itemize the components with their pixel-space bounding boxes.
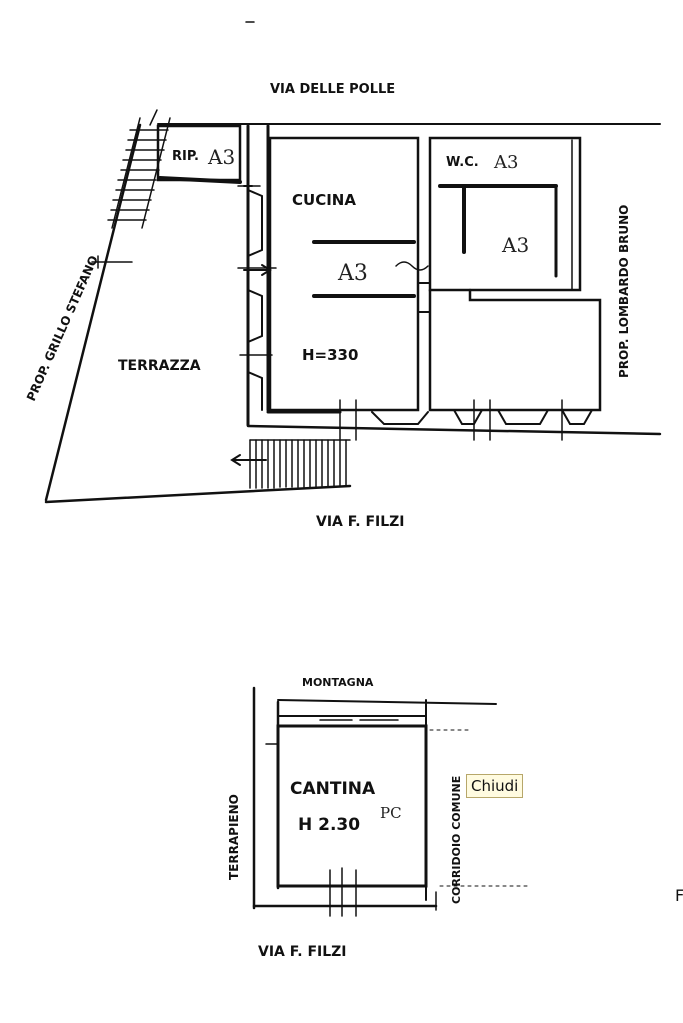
wc-tag: A3 — [493, 152, 518, 173]
storage-tag: A3 — [207, 145, 235, 169]
mountain-label: MONTAGNA — [302, 676, 374, 689]
close-tooltip[interactable]: Chiudi — [466, 774, 524, 798]
cellar-label: CANTINA — [290, 779, 376, 799]
room-height-label: H=330 — [302, 346, 358, 364]
edge-text-fragment: F — [675, 886, 683, 905]
floor-tag: PC — [380, 804, 402, 822]
common-corridor-label: CORRIDOIO COMUNE — [450, 776, 463, 904]
street-label-top: VIA DELLE POLLE — [270, 82, 395, 97]
room-tag-center: A3 — [337, 261, 368, 286]
embankment-label: TERRAPIENO — [227, 794, 241, 880]
wc-label: W.C. — [446, 155, 479, 170]
right-property-label: PROP. LOMBARDO BRUNO — [617, 205, 631, 378]
terrace-label: TERRAZZA — [118, 358, 201, 374]
cellar-height-label: H 2.30 — [298, 815, 360, 835]
street-label-bottom: VIA F. FILZI — [316, 514, 405, 530]
street-label-lower: VIA F. FILZI — [258, 944, 347, 960]
kitchen-label: CUCINA — [292, 191, 356, 209]
storage-label: RIP. — [172, 149, 199, 164]
room-tag-right: A3 — [501, 233, 529, 257]
